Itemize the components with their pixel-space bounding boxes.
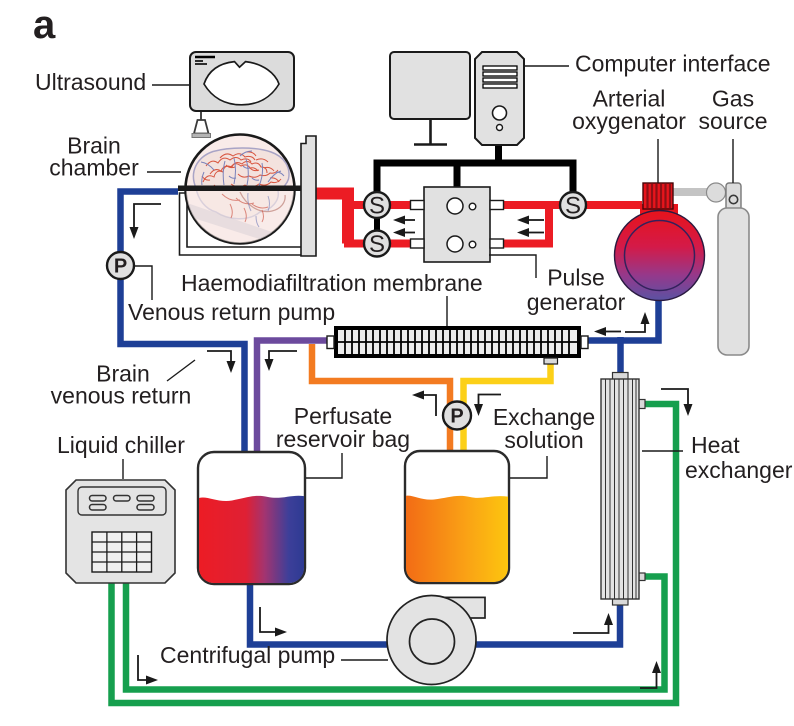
svg-text:oxygenator: oxygenator xyxy=(572,108,686,134)
svg-text:S: S xyxy=(369,231,385,258)
svg-text:source: source xyxy=(698,108,767,134)
svg-text:Pulse: Pulse xyxy=(547,265,605,291)
svg-text:reservoir bag: reservoir bag xyxy=(276,426,410,452)
svg-text:Brain: Brain xyxy=(67,133,121,159)
svg-text:venous return: venous return xyxy=(51,383,192,409)
svg-text:S: S xyxy=(565,193,581,220)
svg-text:Gas: Gas xyxy=(712,86,754,112)
svg-text:a: a xyxy=(33,3,56,47)
svg-text:Computer interface: Computer interface xyxy=(575,51,771,77)
svg-text:chamber: chamber xyxy=(49,155,139,181)
svg-text:P: P xyxy=(114,256,127,278)
svg-text:Brain: Brain xyxy=(96,361,150,387)
svg-text:Liquid chiller: Liquid chiller xyxy=(57,432,185,458)
svg-text:Venous return pump: Venous return pump xyxy=(128,299,335,325)
svg-text:Exchange: Exchange xyxy=(493,404,595,430)
svg-text:Ultrasound: Ultrasound xyxy=(35,69,146,95)
svg-text:generator: generator xyxy=(527,289,626,315)
svg-text:Haemodiafiltration membrane: Haemodiafiltration membrane xyxy=(181,270,483,296)
svg-text:solution: solution xyxy=(504,427,583,453)
svg-text:P: P xyxy=(450,406,463,428)
svg-text:Heat: Heat xyxy=(691,432,740,458)
svg-text:Centrifugal pump: Centrifugal pump xyxy=(160,642,335,668)
svg-text:Perfusate: Perfusate xyxy=(294,403,392,429)
svg-text:Arterial: Arterial xyxy=(593,86,666,112)
svg-text:exchanger: exchanger xyxy=(685,457,793,483)
svg-text:S: S xyxy=(369,193,385,220)
